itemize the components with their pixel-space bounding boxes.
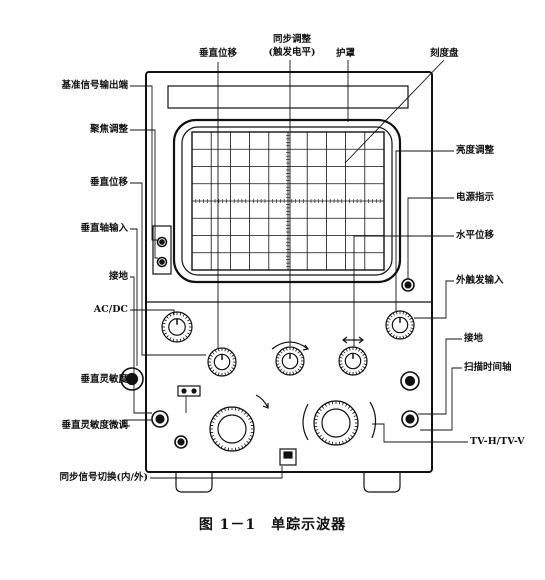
label-vertical-sensitivity-fine: 垂直灵敏度微调 <box>61 420 128 431</box>
label-sweep-time-axis: 扫描时间轴 <box>464 362 512 373</box>
foot-right <box>363 472 401 493</box>
label-sync-switch: 同步信号切换(内/外) <box>59 472 148 483</box>
label-horizontal-position: 水平位移 <box>456 230 495 241</box>
label-tv-switch: TV-H/TV-V <box>470 436 525 447</box>
ac-dc-switch[interactable] <box>177 385 201 397</box>
label-shield: 护罩 <box>336 48 356 59</box>
leader-ac-dc <box>130 309 175 315</box>
label-graticule: 刻度盘 <box>430 48 459 59</box>
rotation-arc-vertical <box>255 394 269 409</box>
leader-focus-adjust <box>130 129 158 259</box>
reference-output-jack[interactable] <box>156 236 168 248</box>
leader-tv-switch <box>372 423 468 443</box>
leader-vertical-sensitivity-fine <box>123 419 152 427</box>
leader-reference-output <box>130 85 158 241</box>
top-panel-slot <box>167 85 409 109</box>
fine-adjust-knob[interactable] <box>174 435 188 449</box>
focus-knob[interactable] <box>156 256 168 268</box>
label-ground-left: 接地 <box>108 271 128 282</box>
ac-dc-switch-dot-left <box>181 388 187 394</box>
ground-right-jack[interactable] <box>401 410 419 428</box>
power-indicator-lamp[interactable] <box>401 278 415 292</box>
external-trigger-jack[interactable] <box>400 371 420 391</box>
screen-shield <box>172 118 402 284</box>
leader-graticule <box>344 59 445 164</box>
leader-horizontal-position <box>353 235 454 347</box>
leader-brightness <box>395 150 454 311</box>
knob-brightness[interactable] <box>385 310 415 340</box>
leader-sync-switch <box>150 466 283 479</box>
knob-vertical-sensitivity-inner[interactable] <box>217 414 247 444</box>
leader-ground-right <box>418 338 462 415</box>
leader-vertical-axis-input <box>130 228 138 366</box>
leader-external-trigger <box>414 280 454 319</box>
rotation-arrow-sync <box>302 344 310 351</box>
label-vertical-axis-input: 垂直轴输入 <box>80 223 128 234</box>
knob-sweep-time-inner[interactable] <box>321 408 351 438</box>
label-vertical-position-left: 垂直位移 <box>89 177 128 188</box>
leader-power-indicator <box>407 197 454 279</box>
label-vertical-sensitivity: 垂直灵敏度 <box>80 374 128 385</box>
leader-ground-left <box>130 276 152 414</box>
knob-vertical-position[interactable] <box>207 347 237 377</box>
oscilloscope-body <box>145 71 433 473</box>
label-ac-dc: AC/DC <box>93 304 128 315</box>
knob-ac-dc-left[interactable] <box>161 311 193 343</box>
knob-sync-adjust[interactable] <box>275 346 305 376</box>
label-brightness-adjust: 亮度调整 <box>456 145 495 156</box>
rotation-arc-sweep-right <box>369 401 377 439</box>
label-power-indicator: 电源指示 <box>456 192 495 203</box>
label-vertical-position-top: 垂直位移 <box>198 48 237 59</box>
ground-left-jack[interactable] <box>151 410 169 428</box>
leader-sweep-time-axis <box>420 367 462 431</box>
figure-caption: 图 1－1 单踪示波器 <box>198 517 347 533</box>
rotation-arc-sweep <box>302 403 309 441</box>
label-sync-adjust-1: 同步调整 <box>272 34 311 45</box>
graticule <box>191 131 385 271</box>
horizontal-arrowheads <box>342 336 364 344</box>
label-focus-adjust: 聚焦调整 <box>89 124 128 135</box>
ac-dc-switch-dot-right <box>191 388 197 394</box>
sync-switch-lever[interactable] <box>283 451 293 459</box>
foot-left <box>175 472 213 493</box>
rotation-arrow-vertical <box>262 403 269 409</box>
leader-vertical-position-left <box>130 182 206 356</box>
vertical-axis-input-jack[interactable] <box>120 367 144 391</box>
label-reference-output: 基准信号输出端 <box>61 80 128 91</box>
label-sync-adjust-2: (触发电平) <box>268 47 316 58</box>
label-external-trigger-input: 外触发输入 <box>456 275 504 286</box>
label-ground-right: 接地 <box>464 333 484 344</box>
knob-horizontal-position[interactable] <box>338 346 368 376</box>
